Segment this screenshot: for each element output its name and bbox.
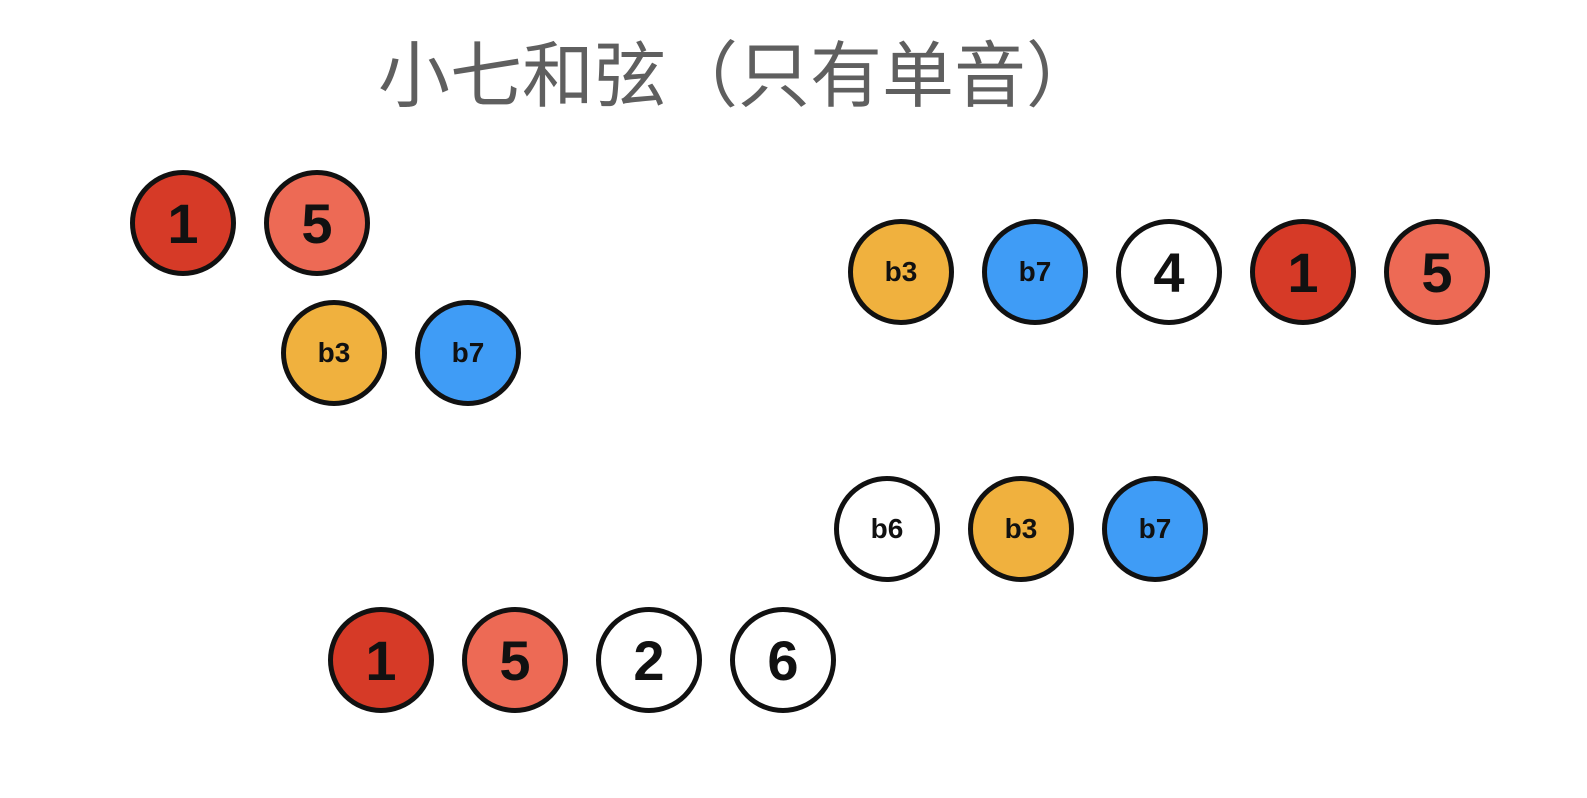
note-circle-5: 5 [1384, 219, 1490, 325]
note-circle-1: 1 [328, 607, 434, 713]
note-circle-b3: b3 [968, 476, 1074, 582]
note-circle-b7: b7 [1102, 476, 1208, 582]
note-circle-1: 1 [130, 170, 236, 276]
note-circle-b3: b3 [848, 219, 954, 325]
note-group-top-right: b3 b7 4 1 5 [848, 219, 1490, 325]
note-group-top-left-row1: 1 5 [130, 170, 370, 276]
note-group-top-left-row2: b3 b7 [281, 300, 521, 406]
note-circle-2: 2 [596, 607, 702, 713]
note-circle-1: 1 [1250, 219, 1356, 325]
diagram-title: 小七和弦（只有单音） [378, 34, 1099, 118]
note-circle-5: 5 [264, 170, 370, 276]
note-circle-b7: b7 [982, 219, 1088, 325]
note-circle-b7: b7 [415, 300, 521, 406]
note-circle-4: 4 [1116, 219, 1222, 325]
note-circle-b6: b6 [834, 476, 940, 582]
note-group-bottom-right: b6 b3 b7 [834, 476, 1208, 582]
note-circle-b3: b3 [281, 300, 387, 406]
note-group-bottom-left: 1 5 2 6 [328, 607, 836, 713]
note-circle-6: 6 [730, 607, 836, 713]
note-circle-5: 5 [462, 607, 568, 713]
